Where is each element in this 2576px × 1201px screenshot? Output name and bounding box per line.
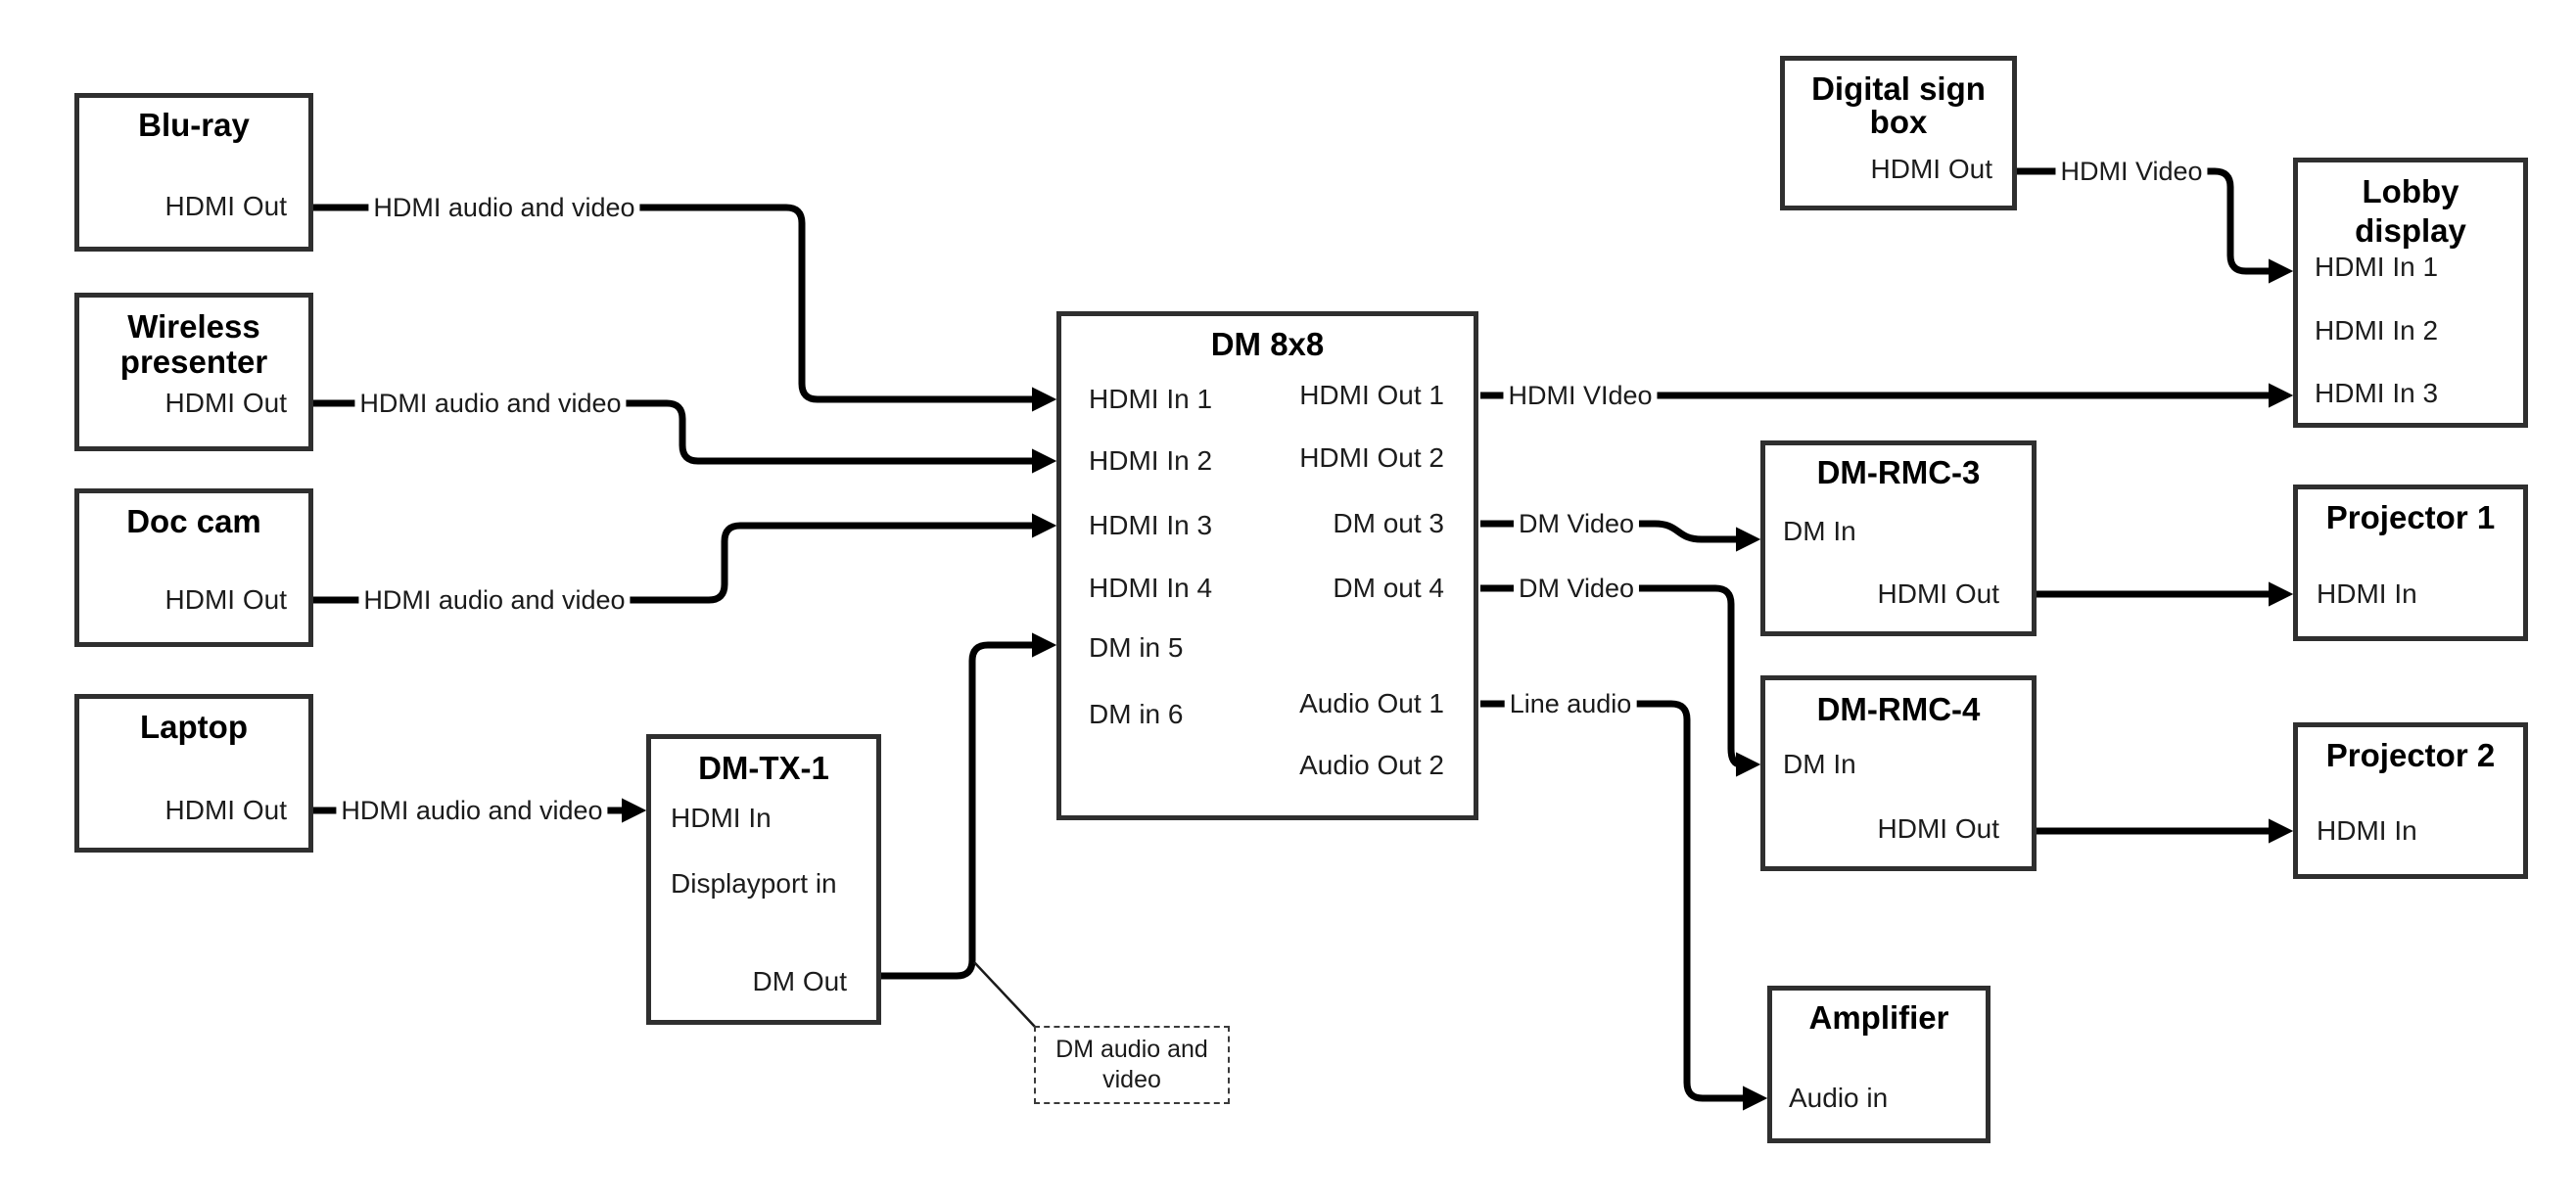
node-projector-1: Projector 1 HDMI In bbox=[2293, 485, 2528, 641]
node-projector-2-title: Projector 2 bbox=[2325, 737, 2496, 773]
edge-dm8x8-out4-to-dmrmc4 bbox=[1480, 584, 1761, 777]
port-dm-8x8-dm-out-4: DM out 4 bbox=[1333, 573, 1444, 603]
port-dm-rmc-4-hdmi-out: HDMI Out bbox=[1877, 813, 1999, 844]
port-doc-cam-hdmi-out: HDMI Out bbox=[164, 584, 287, 615]
port-dm-8x8-audio-out-1: Audio Out 1 bbox=[1299, 688, 1444, 718]
port-laptop-hdmi-out: HDMI Out bbox=[164, 795, 287, 825]
node-bluray-title: Blu-ray bbox=[138, 107, 250, 143]
port-dm-8x8-hdmi-in-4: HDMI In 4 bbox=[1089, 573, 1213, 603]
port-dm-8x8-dm-in-5: DM in 5 bbox=[1089, 632, 1184, 663]
node-digital-sign-box-title: Digital sign bbox=[1811, 70, 1986, 107]
node-projector-1-title: Projector 1 bbox=[2325, 499, 2496, 535]
edge-label-dm8x8-out4-to-dmrmc4: DM Video bbox=[1513, 573, 1640, 604]
port-projector-1-hdmi-in: HDMI In bbox=[2317, 578, 2417, 609]
node-projector-2: Projector 2 HDMI In bbox=[2293, 722, 2528, 879]
edge-bluray-to-dm8x8-in1 bbox=[313, 204, 1057, 412]
port-dm-tx-1-hdmi-in: HDMI In bbox=[671, 803, 772, 833]
edge-label-dm8x8-out3-to-dmrmc3: DM Video bbox=[1513, 508, 1640, 539]
port-amplifier-audio-in: Audio in bbox=[1789, 1083, 1889, 1113]
annotation-line: DM audio and bbox=[1055, 1036, 1208, 1063]
edge-label-digitalsign-to-lobby-in1: HDMI Video bbox=[2055, 156, 2208, 187]
edge-doccam-to-dm8x8-in3 bbox=[313, 513, 1057, 604]
port-dm-8x8-hdmi-in-1: HDMI In 1 bbox=[1089, 384, 1213, 414]
port-bluray-hdmi-out: HDMI Out bbox=[164, 191, 287, 221]
port-lobby-display-hdmi-in-1: HDMI In 1 bbox=[2315, 252, 2439, 282]
port-dm-8x8-hdmi-out-1: HDMI Out 1 bbox=[1299, 380, 1444, 410]
port-dm-rmc-3-hdmi-out: HDMI Out bbox=[1877, 578, 1999, 609]
edge-label-dm8x8-out1-to-lobby-in3: HDMI VIdeo bbox=[1503, 380, 1658, 411]
port-wireless-presenter-hdmi-out: HDMI Out bbox=[164, 388, 287, 418]
port-dm-rmc-3-dm-in: DM In bbox=[1783, 516, 1856, 546]
node-digital-sign-box-title: box bbox=[1869, 104, 1928, 140]
edge-label-laptop-to-dmtx1: HDMI audio and video bbox=[336, 795, 608, 826]
node-lobby-display-title: Lobby bbox=[2362, 173, 2459, 209]
edge-label-dm8x8-audio1-to-amplifier: Line audio bbox=[1504, 688, 1637, 719]
port-dm-tx-1-dm-out: DM Out bbox=[752, 966, 847, 996]
port-dm-8x8-dm-in-6: DM in 6 bbox=[1089, 699, 1184, 729]
node-doc-cam-title: Doc cam bbox=[126, 503, 261, 539]
port-dm-8x8-audio-out-2: Audio Out 2 bbox=[1299, 750, 1444, 780]
node-dm-rmc-3: DM-RMC-3 DM In HDMI Out bbox=[1760, 440, 2037, 636]
node-dm-rmc-3-title: DM-RMC-3 bbox=[1816, 454, 1981, 490]
node-dm-8x8-title: DM 8x8 bbox=[1210, 326, 1325, 362]
node-amplifier-title: Amplifier bbox=[1808, 999, 1949, 1036]
node-wireless-presenter-title: presenter bbox=[119, 344, 268, 380]
edge-wireless-to-dm8x8-in2 bbox=[313, 399, 1057, 474]
port-dm-8x8-dm-out-3: DM out 3 bbox=[1333, 508, 1444, 538]
port-dm-8x8-hdmi-out-2: HDMI Out 2 bbox=[1299, 442, 1444, 473]
edge-label-bluray-to-dm8x8-in1: HDMI audio and video bbox=[368, 192, 640, 223]
edge-digitalsign-to-lobby-in1 bbox=[2017, 167, 2294, 284]
node-dm-rmc-4-title: DM-RMC-4 bbox=[1816, 691, 1981, 727]
port-digital-sign-box-hdmi-out: HDMI Out bbox=[1870, 154, 1992, 184]
node-laptop-title: Laptop bbox=[140, 709, 248, 745]
port-lobby-display-hdmi-in-2: HDMI In 2 bbox=[2315, 315, 2439, 346]
port-projector-2-hdmi-in: HDMI In bbox=[2317, 815, 2417, 846]
node-wireless-presenter-title: Wireless bbox=[127, 308, 260, 345]
edge-annotation-leader bbox=[973, 961, 1036, 1028]
edge-dmtx1-to-dm8x8-in5 bbox=[881, 632, 1057, 980]
node-dm-rmc-4: DM-RMC-4 DM In HDMI Out bbox=[1760, 675, 2037, 871]
edge-label-wireless-to-dm8x8-in2: HDMI audio and video bbox=[354, 388, 627, 419]
port-dm-8x8-hdmi-in-2: HDMI In 2 bbox=[1089, 445, 1213, 476]
node-dm-tx-1-title: DM-TX-1 bbox=[698, 750, 829, 786]
port-lobby-display-hdmi-in-3: HDMI In 3 bbox=[2315, 378, 2439, 408]
edge-dm8x8-out3-to-dmrmc3 bbox=[1480, 520, 1761, 552]
port-dm-8x8-hdmi-in-3: HDMI In 3 bbox=[1089, 510, 1213, 540]
edge-dm8x8-audio1-to-amplifier bbox=[1480, 700, 1768, 1111]
annotation-line: video bbox=[1102, 1066, 1161, 1093]
node-lobby-display-title: display bbox=[2355, 212, 2466, 249]
port-dm-rmc-4-dm-in: DM In bbox=[1783, 749, 1856, 779]
port-dm-tx-1-displayport-in: Displayport in bbox=[671, 868, 837, 899]
edge-label-doccam-to-dm8x8-in3: HDMI audio and video bbox=[358, 584, 631, 616]
annotation-dm-audio-and-video: DM audio and video bbox=[1034, 1026, 1230, 1104]
